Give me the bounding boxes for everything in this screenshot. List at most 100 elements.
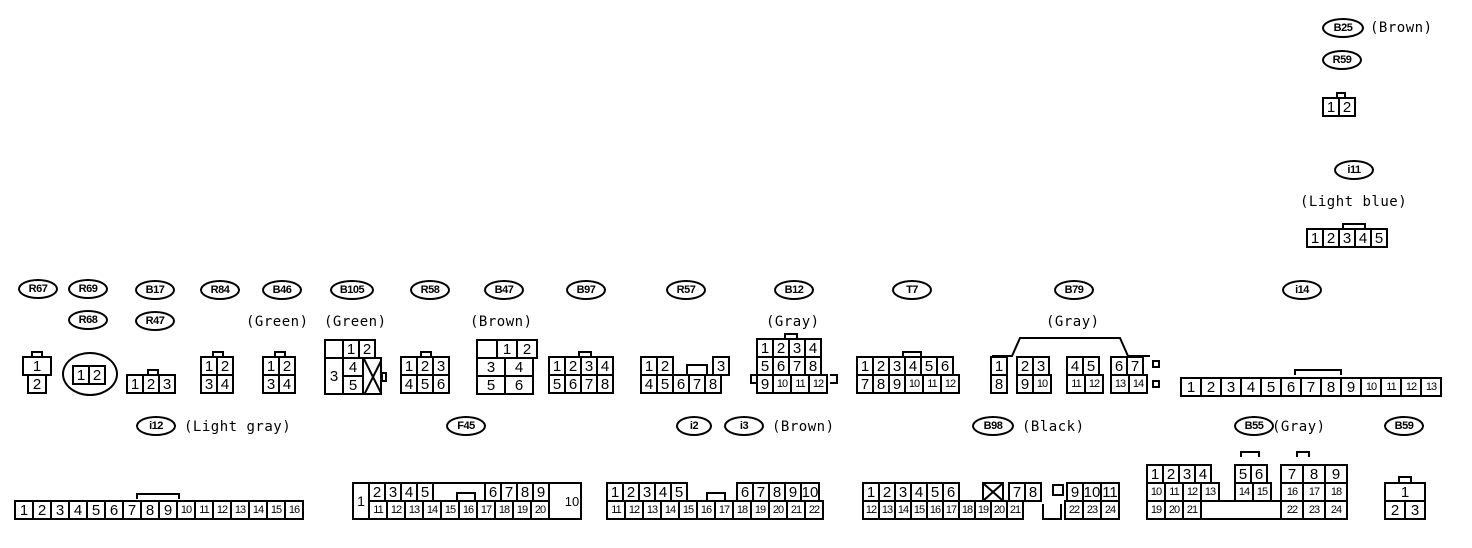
connector-code-b97: B97 [566,280,606,300]
pin: 6 [432,374,450,394]
pin: 23 [1302,500,1326,520]
pin: 14 [1234,482,1254,502]
pin: 21 [786,500,806,520]
blank-cross-icon [984,484,1002,500]
pin: 1 [1180,377,1202,397]
connector-code-r69: R69 [68,279,108,299]
connector-latch [456,492,476,502]
connector-code-b17: B17 [135,280,175,300]
connector-latch [212,351,224,357]
connector-code-r58: R58 [410,280,450,300]
connector-latch [381,372,387,382]
connector-color-b98: (Black) [1022,419,1085,435]
pin: 10 [1360,377,1382,397]
pin: 1 [990,356,1008,376]
connector-pins-b105-middle: 4 5 [342,357,364,395]
connector-latch [1296,451,1310,457]
pin: 20 [1164,500,1184,520]
pin: 11 [368,500,388,520]
pin: 14 [422,500,442,520]
connector-latch [147,369,159,375]
pin: 9 [158,500,178,520]
pin: 2 [32,500,52,520]
connector-code-i11: i11 [1334,160,1374,180]
pin: 14 [660,500,680,520]
pin: 10 [1032,374,1052,394]
pin: 15 [1252,482,1272,502]
pin: 12 [386,500,406,520]
pin: 8 [990,374,1008,394]
connector-latch [420,351,432,357]
pin: 5 [1260,377,1282,397]
pin: 12 [624,500,644,520]
connector-latch [1336,92,1346,98]
pin: 8 [1320,377,1342,397]
pin: 12 [1084,374,1104,394]
connector-pin-f45-1: 1 [357,493,365,509]
pin: 4 [216,374,234,394]
connector-latch [830,374,838,384]
pin: 13 [1110,374,1130,394]
pin: 1 [1306,228,1324,248]
pin: 3 [50,500,70,520]
connector-code-b25: B25 [1322,18,1364,38]
pin: 14 [1128,374,1148,394]
connector-code-r57: R57 [666,280,706,300]
connector-latch [686,364,708,376]
pin: 5 [670,482,688,502]
pin: 12 [1182,482,1202,502]
pin: 4 [68,500,88,520]
connector-code-r68: R68 [68,310,108,330]
connector-color-b105: (Green) [324,314,387,330]
pin: 19 [512,500,532,520]
pin: 6 [1250,464,1268,484]
pin: 1 [22,356,52,376]
pin: 18 [732,500,752,520]
connector-latch [1398,476,1412,482]
connector-pins-b79-top-a: 1 [990,356,1008,376]
connector-color-b79: (Gray) [1046,314,1100,330]
pin: 11 [922,374,942,394]
pin: 23 [1082,500,1102,520]
pin: 11 [1164,482,1184,502]
connector-latch [31,351,43,357]
pin: 20 [768,500,788,520]
pin: 16 [1280,482,1304,502]
pin: 9 [1340,377,1362,397]
connector-code-b79: B79 [1054,280,1094,300]
connector-code-r84: R84 [200,280,240,300]
connector-color-b12: (Gray) [766,314,820,330]
pin: 2 [216,356,234,376]
connector-pins-r67-bottom: 2 [27,374,47,394]
connector-pins-r67-top: 1 [22,356,52,376]
connector-latch [902,351,922,357]
connector-code-b55: B55 [1234,416,1274,436]
pin-blank [476,339,498,359]
pin: 21 [1006,500,1024,520]
connector-code-f45: F45 [446,416,486,436]
pin: 11 [1066,374,1086,394]
pin: 2 [1384,500,1406,520]
connector-code-r47: R47 [135,311,175,331]
connector-code-b105: B105 [330,280,374,300]
pin: 2 [278,356,296,376]
